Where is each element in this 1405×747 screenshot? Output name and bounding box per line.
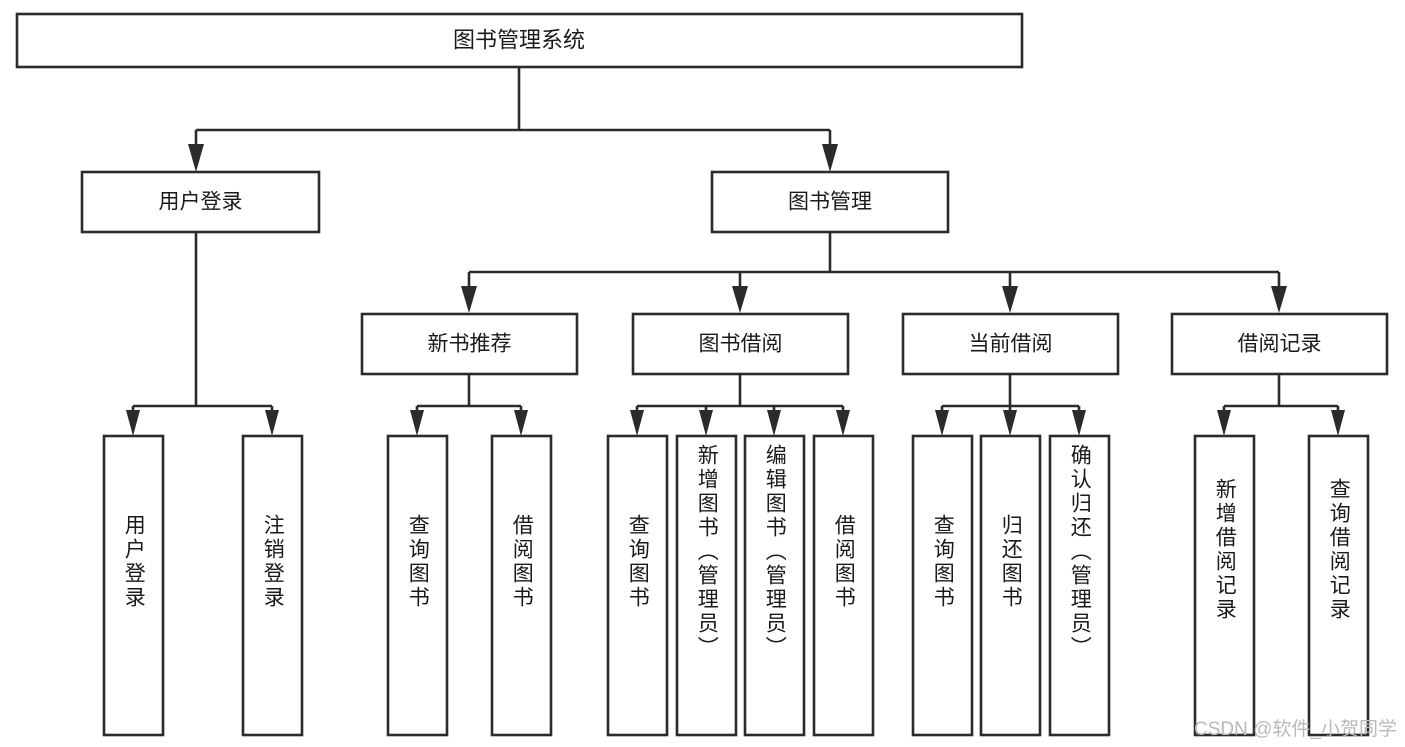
node-root-label: 图书管理系统	[453, 27, 585, 52]
node-leaf-user-login-box[interactable]	[102, 434, 165, 737]
node-leaf-borrow-book-1-box[interactable]	[490, 434, 553, 737]
node-leaf-add-book-box[interactable]	[675, 434, 738, 737]
connector-book-borrow-to-leaves	[630, 375, 850, 436]
node-root[interactable]: 图书管理系统	[15, 12, 1024, 69]
arrow-head-leaf-borrow-book-1	[514, 410, 528, 436]
arrow-head-leaf-query-book-1	[410, 410, 424, 436]
connector-book-manage-to-level3	[461, 232, 1287, 313]
node-root-box[interactable]	[15, 12, 1024, 69]
arrow-head-leaf-add-record	[1217, 410, 1231, 436]
node-leaf-add-record[interactable]	[1193, 434, 1256, 737]
node-new-book-recommend-box[interactable]	[360, 312, 579, 376]
connector-current-borrow-to-leaves	[935, 375, 1086, 436]
node-leaf-edit-book-box[interactable]	[743, 434, 806, 737]
node-leaf-return-book[interactable]	[979, 434, 1042, 737]
node-user-login[interactable]: 用户登录	[80, 170, 321, 234]
node-leaf-add-book[interactable]	[675, 434, 738, 737]
node-user-login-label: 用户登录	[159, 191, 243, 214]
node-current-borrow-label: 当前借阅	[969, 333, 1053, 356]
connector-borrow-record-to-leaves	[1217, 375, 1345, 436]
arrow-head-leaf-borrow-book-2	[836, 410, 850, 436]
node-new-book-recommend[interactable]: 新书推荐	[360, 312, 579, 376]
node-current-borrow-box[interactable]	[901, 312, 1120, 376]
node-leaf-query-book-3-box[interactable]	[911, 434, 974, 737]
node-leaf-confirm-return[interactable]	[1048, 434, 1111, 737]
node-leaf-return-book-box[interactable]	[979, 434, 1042, 737]
node-book-manage-label: 图书管理	[788, 191, 872, 214]
node-book-borrow[interactable]: 图书借阅	[631, 312, 850, 376]
arrow-head-new-book-recommend	[461, 286, 477, 313]
node-leaf-query-book-2[interactable]	[606, 434, 669, 737]
node-leaf-logout-login[interactable]	[241, 434, 304, 737]
node-book-borrow-label: 图书借阅	[699, 333, 783, 356]
arrow-head-leaf-query-book-3	[935, 410, 949, 436]
node-leaf-query-book-1[interactable]	[386, 434, 449, 737]
node-leaf-query-book-2-box[interactable]	[606, 434, 669, 737]
node-book-manage[interactable]: 图书管理	[710, 170, 950, 234]
node-leaf-borrow-book-2[interactable]	[812, 434, 875, 737]
arrow-head-user-login	[188, 144, 204, 172]
node-book-borrow-box[interactable]	[631, 312, 850, 376]
arrow-head-book-manage	[822, 144, 838, 172]
node-leaf-query-record-box[interactable]	[1307, 434, 1370, 737]
node-leaf-user-login[interactable]	[102, 434, 165, 737]
connector-new-book-to-leaves	[410, 375, 528, 436]
arrow-head-leaf-user-login	[126, 410, 140, 436]
node-leaf-edit-book[interactable]	[743, 434, 806, 737]
node-book-manage-box[interactable]	[710, 170, 950, 234]
node-user-login-box[interactable]	[80, 170, 321, 234]
node-borrow-record-box[interactable]	[1170, 312, 1389, 376]
arrow-head-leaf-add-book	[699, 410, 713, 436]
node-leaf-borrow-book-1[interactable]	[490, 434, 553, 737]
connector-root-to-level2	[188, 67, 838, 172]
node-leaf-confirm-return-box[interactable]	[1048, 434, 1111, 737]
node-leaf-query-book-3[interactable]	[911, 434, 974, 737]
arrow-head-leaf-logout-login	[265, 410, 279, 436]
arrow-head-leaf-return-book	[1003, 410, 1017, 436]
arrow-head-leaf-confirm-return	[1072, 410, 1086, 436]
node-leaf-query-record[interactable]	[1307, 434, 1370, 737]
arrow-head-leaf-edit-book	[767, 410, 781, 436]
arrow-head-book-borrow	[732, 286, 748, 313]
arrow-head-current-borrow	[1002, 286, 1018, 313]
connector-user-login-to-leaves	[126, 232, 279, 436]
arrow-head-leaf-query-record	[1331, 410, 1345, 436]
node-leaf-borrow-book-2-box[interactable]	[812, 434, 875, 737]
node-leaf-logout-login-box[interactable]	[241, 434, 304, 737]
node-borrow-record[interactable]: 借阅记录	[1170, 312, 1389, 376]
arrow-head-leaf-query-book-2	[630, 410, 644, 436]
arrow-head-borrow-record	[1271, 286, 1287, 313]
node-borrow-record-label: 借阅记录	[1238, 333, 1322, 356]
node-new-book-recommend-label: 新书推荐	[428, 333, 512, 356]
node-current-borrow[interactable]: 当前借阅	[901, 312, 1120, 376]
node-leaf-query-book-1-box[interactable]	[386, 434, 449, 737]
node-leaf-add-record-box[interactable]	[1193, 434, 1256, 737]
